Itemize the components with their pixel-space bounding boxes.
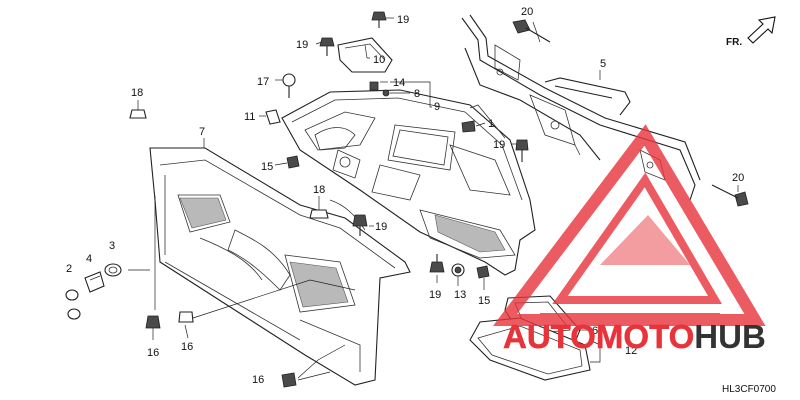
- watermark-logo: [492, 124, 766, 326]
- callout: 14: [393, 77, 405, 89]
- callout: 1: [488, 118, 494, 130]
- callout: 19: [375, 221, 387, 233]
- callout: 3: [109, 240, 115, 252]
- callout: 18: [131, 87, 143, 99]
- callout: 5: [600, 58, 606, 70]
- callout: 8: [414, 88, 420, 100]
- diagram-code: HL3CF0700: [722, 384, 776, 395]
- callout: 13: [454, 289, 466, 301]
- instrument-panel-part: [281, 89, 536, 276]
- lower-dash-panel-part: [149, 147, 411, 386]
- callout: 16: [147, 347, 159, 359]
- top-cover-part: [337, 37, 393, 73]
- callout: 2: [66, 263, 72, 275]
- callout: 19: [429, 289, 441, 301]
- watermark-text-hub: HUB: [694, 318, 766, 355]
- front-arrow-icon: [747, 16, 776, 44]
- callout: 19: [296, 39, 308, 51]
- fastener-clips: [65, 11, 749, 388]
- callout: 12: [625, 345, 637, 357]
- watermark-text-moto: MOTO: [596, 318, 694, 355]
- callout: 10: [373, 54, 385, 66]
- callout: 16: [181, 341, 193, 353]
- callout: 19: [493, 139, 505, 151]
- watermark-text-auto: AUTO: [503, 318, 596, 355]
- callout: 16: [252, 374, 264, 386]
- callout: 6: [592, 325, 598, 337]
- callout: 7: [199, 126, 205, 138]
- callout: 11: [244, 111, 255, 123]
- front-direction-indicator: FR.: [726, 16, 776, 48]
- callout: 19: [397, 14, 409, 26]
- callout: 15: [261, 161, 273, 173]
- support-frame-part: [461, 14, 701, 201]
- callout: 20: [732, 172, 744, 184]
- callout: 4: [86, 253, 92, 265]
- svg-text:AUTOMOTOHUB: AUTOMOTOHUB: [503, 318, 766, 355]
- callout: 20: [521, 6, 533, 18]
- leader-lines: [128, 17, 739, 381]
- watermark-brand: AUTOMOTOHUB: [503, 318, 766, 356]
- callout: 9: [434, 101, 440, 113]
- direction-label: FR.: [726, 37, 742, 48]
- callout-labels: 19 19 10 20 17 14 8 9 5 11 1 18 7 19 15 …: [66, 6, 744, 386]
- callout: 18: [313, 184, 325, 196]
- callout: 15: [478, 295, 490, 307]
- callout: 17: [257, 76, 269, 88]
